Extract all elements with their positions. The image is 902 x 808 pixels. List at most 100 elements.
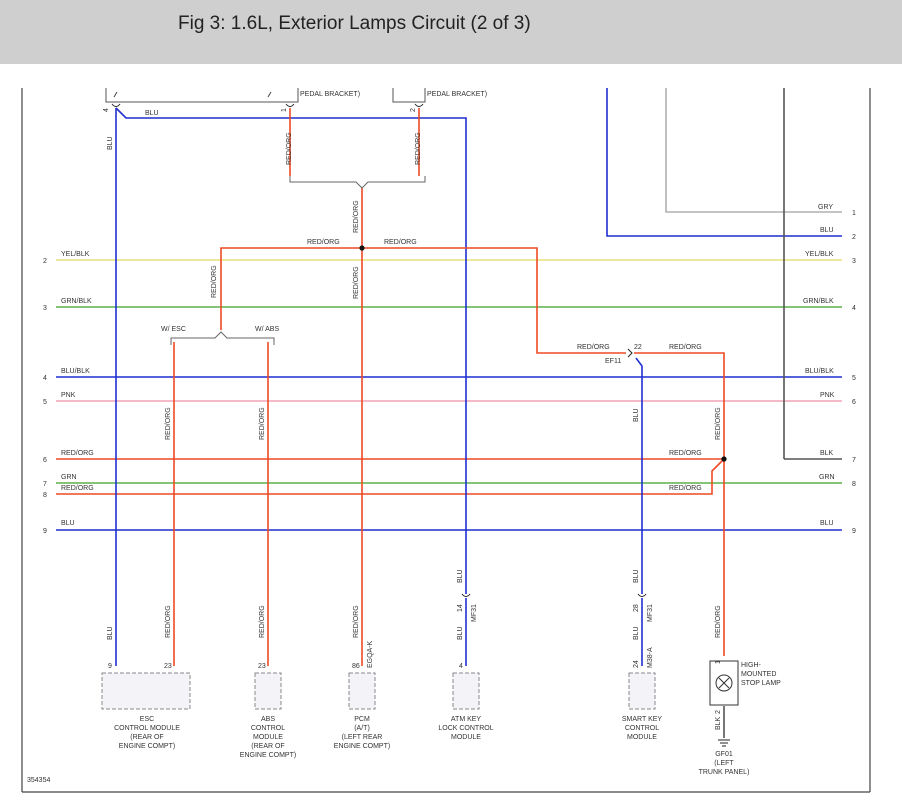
- component-labels: ESC CONTROL MODULE (REAR OF ENGINE COMPT…: [114, 716, 749, 776]
- cross-wires: [56, 88, 842, 531]
- svg-text:7: 7: [43, 481, 47, 488]
- wire-gry-right-1: [665, 88, 842, 213]
- svg-text:BLK: BLK: [820, 450, 834, 457]
- abs-label: ABS: [261, 716, 275, 723]
- svg-text:BLU: BLU: [633, 569, 640, 583]
- svg-text:PNK: PNK: [61, 392, 76, 399]
- svg-text:8: 8: [852, 481, 856, 488]
- svg-text:RED/ORG: RED/ORG: [307, 239, 340, 246]
- svg-text:BLU: BLU: [820, 227, 834, 234]
- svg-text:MOUNTED: MOUNTED: [741, 671, 776, 678]
- svg-text:CONTROL: CONTROL: [625, 725, 659, 732]
- svg-text:RED/ORG: RED/ORG: [165, 407, 172, 440]
- svg-text:(REAR OF: (REAR OF: [251, 743, 284, 750]
- svg-text:W/ ABS: W/ ABS: [255, 326, 279, 333]
- esc-label: ESC: [140, 716, 154, 723]
- svg-text:STOP LAMP: STOP LAMP: [741, 680, 781, 687]
- svg-text:RED/ORG: RED/ORG: [353, 200, 360, 233]
- svg-text:MF31: MF31: [647, 604, 654, 622]
- svg-text:6: 6: [43, 457, 47, 464]
- svg-text:RED/ORG: RED/ORG: [715, 605, 722, 638]
- svg-text:4: 4: [459, 663, 463, 670]
- svg-text:2: 2: [715, 710, 722, 714]
- svg-text:RED/ORG: RED/ORG: [61, 485, 94, 492]
- svg-text:RED/ORG: RED/ORG: [577, 344, 610, 351]
- wire-blu-smart: [635, 357, 643, 594]
- figure-id: 354354: [27, 777, 50, 784]
- pcm-box: [348, 672, 376, 710]
- top-connector-1: PEDAL BRACKET): [105, 88, 360, 103]
- svg-text:BLU: BLU: [107, 136, 114, 150]
- wire-labels: BLU BLU RED/ORG RED/ORG RED/ORG RED/ORG …: [61, 110, 835, 730]
- smart-key-label: SMART KEY: [622, 716, 663, 723]
- diagram-frame: [21, 88, 871, 793]
- svg-text:HIGH-: HIGH-: [741, 662, 762, 669]
- svg-text:(LEFT: (LEFT: [714, 760, 734, 767]
- svg-text:3: 3: [43, 305, 47, 312]
- svg-text:BLU: BLU: [633, 408, 640, 422]
- header-bar: Fig 3: 1.6L, Exterior Lamps Circuit (2 o…: [0, 0, 902, 64]
- svg-text:(LEFT REAR: (LEFT REAR: [342, 734, 383, 741]
- svg-text:RED/ORG: RED/ORG: [669, 344, 702, 351]
- svg-text:28: 28: [633, 604, 640, 612]
- svg-text:24: 24: [633, 660, 640, 668]
- svg-text:9: 9: [108, 663, 112, 670]
- svg-text:8: 8: [43, 492, 47, 499]
- svg-text:RED/ORG: RED/ORG: [353, 266, 360, 299]
- wire-red-org-8: [56, 458, 725, 495]
- connector-ticks: [111, 103, 647, 597]
- pin-numbers: 4 1 2 22 EF11 9 23 23 86 EGQA-K 4 14 MF3…: [103, 108, 722, 714]
- svg-text:BLK: BLK: [715, 716, 722, 730]
- svg-text:RED/ORG: RED/ORG: [415, 132, 422, 165]
- lamp-label: HIGH- MOUNTED STOP LAMP: [741, 662, 781, 687]
- svg-text:CONTROL MODULE: CONTROL MODULE: [114, 725, 180, 732]
- svg-text:BLU: BLU: [107, 626, 114, 640]
- wire-blu-right-2: [606, 88, 842, 237]
- svg-text:ENGINE COMPT): ENGINE COMPT): [334, 743, 390, 750]
- top-connector-2: PEDAL BRACKET): [392, 88, 487, 103]
- svg-text:1: 1: [281, 108, 288, 112]
- svg-text:RED/ORG: RED/ORG: [669, 485, 702, 492]
- svg-text:RED/ORG: RED/ORG: [715, 407, 722, 440]
- svg-text:GRN/BLK: GRN/BLK: [61, 298, 92, 305]
- atm-label: ATM KEY: [451, 716, 482, 723]
- svg-text:GRN: GRN: [61, 474, 77, 481]
- svg-text:(REAR OF: (REAR OF: [130, 734, 163, 741]
- svg-text:4: 4: [103, 108, 110, 112]
- svg-text:PNK: PNK: [820, 392, 835, 399]
- svg-text:9: 9: [852, 528, 856, 535]
- svg-text:MF31: MF31: [471, 604, 478, 622]
- option-labels: W/ ESC W/ ABS: [161, 326, 279, 333]
- svg-text:MODULE: MODULE: [627, 734, 657, 741]
- stop-lamp: [709, 660, 739, 706]
- top-connector-2-label: PEDAL BRACKET): [427, 91, 487, 98]
- svg-text:86: 86: [352, 663, 360, 670]
- svg-text:RED/ORG: RED/ORG: [669, 450, 702, 457]
- svg-text:RED/ORG: RED/ORG: [61, 450, 94, 457]
- svg-text:W/ ESC: W/ ESC: [161, 326, 186, 333]
- svg-text:BLU/BLK: BLU/BLK: [805, 368, 834, 375]
- svg-text:RED/ORG: RED/ORG: [259, 605, 266, 638]
- top-connector-1-label: PEDAL BRACKET): [300, 91, 360, 98]
- atm-module-box: [452, 672, 480, 710]
- svg-text:7: 7: [852, 457, 856, 464]
- ground-symbol: [718, 739, 730, 747]
- svg-text:(A/T): (A/T): [354, 725, 370, 732]
- svg-text:BLU: BLU: [61, 520, 75, 527]
- svg-text:BLU: BLU: [145, 110, 159, 117]
- svg-text:BLU: BLU: [633, 626, 640, 640]
- wire-red-opt: [220, 247, 626, 354]
- split-brackets: [170, 176, 426, 345]
- svg-text:RED/ORG: RED/ORG: [353, 605, 360, 638]
- svg-text:RED/ORG: RED/ORG: [384, 239, 417, 246]
- svg-text:ENGINE COMPT): ENGINE COMPT): [240, 752, 296, 759]
- svg-text:TRUNK PANEL): TRUNK PANEL): [699, 769, 750, 776]
- svg-text:RED/ORG: RED/ORG: [211, 265, 218, 298]
- svg-text:MODULE: MODULE: [451, 734, 481, 741]
- svg-text:ENGINE COMPT): ENGINE COMPT): [119, 743, 175, 750]
- svg-text:CONTROL: CONTROL: [251, 725, 285, 732]
- svg-text:BLU: BLU: [457, 569, 464, 583]
- svg-text:2: 2: [43, 258, 47, 265]
- svg-text:GRN: GRN: [819, 474, 835, 481]
- svg-text:6: 6: [852, 399, 856, 406]
